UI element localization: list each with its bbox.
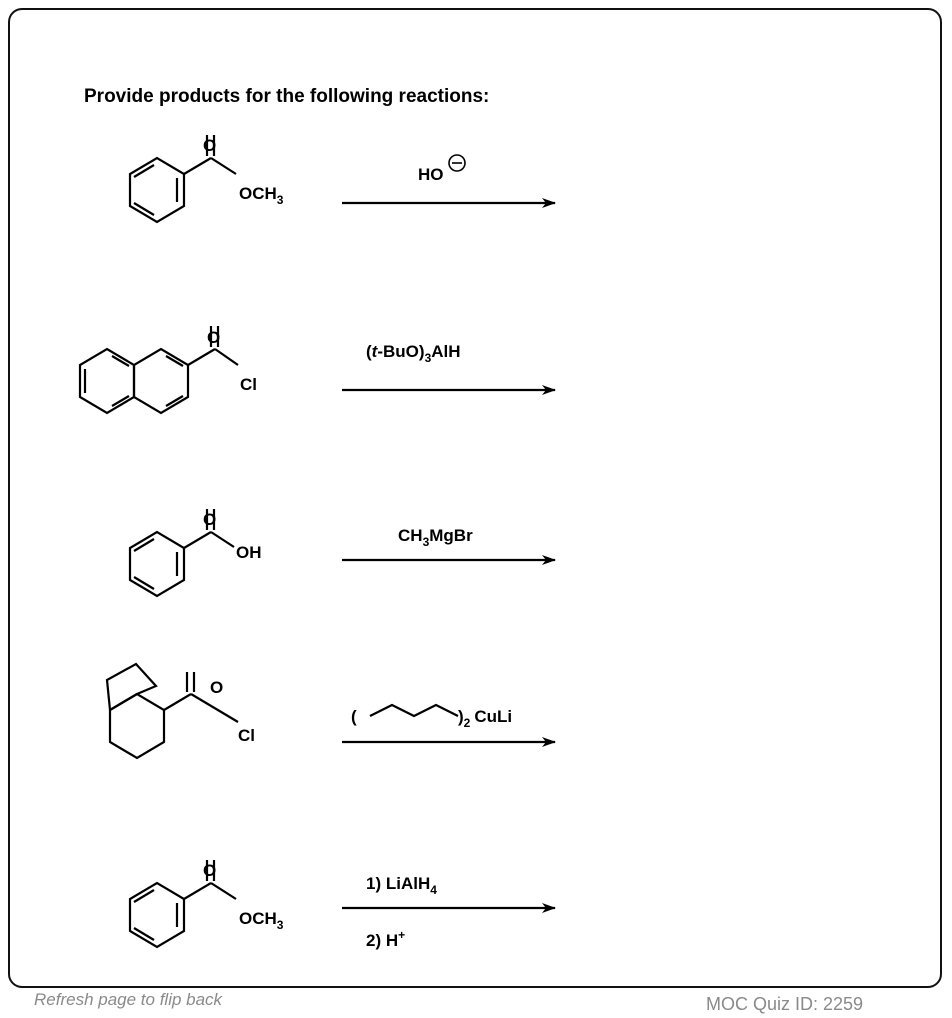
quiz-card[interactable] bbox=[8, 8, 942, 988]
quiz-id: MOC Quiz ID: 2259 bbox=[706, 994, 864, 1014]
flip-back-hint: Refresh page to flip back bbox=[34, 990, 223, 1009]
quiz-prompt: Provide products for the following react… bbox=[84, 86, 490, 107]
cyclopentane-ring bbox=[105, 662, 158, 711]
substituent-label: OCH3 bbox=[239, 184, 284, 207]
reaction-2 bbox=[78, 326, 556, 415]
aryl-carbonyl-bond bbox=[183, 157, 212, 175]
bicyclic-ring bbox=[105, 662, 166, 760]
substituent-label: Cl bbox=[238, 726, 255, 745]
carbonyl-oxygen: O bbox=[203, 510, 216, 529]
negative-charge-icon bbox=[448, 154, 466, 172]
cyclohexane-ring bbox=[108, 692, 166, 760]
reagent-label: (t-BuO)3AlH bbox=[366, 342, 461, 365]
reagent-step-1: 1) LiAlH4 bbox=[366, 874, 437, 897]
reaction-5 bbox=[128, 860, 556, 949]
reagent-label: HO bbox=[418, 165, 444, 184]
reaction-1 bbox=[128, 135, 556, 224]
substituent-label: OCH3 bbox=[239, 909, 284, 932]
benzene-ring bbox=[128, 530, 186, 598]
benzene-ring bbox=[128, 156, 186, 224]
ester-bond bbox=[210, 157, 237, 175]
naphthalene-ring bbox=[78, 347, 190, 415]
reaction-4 bbox=[105, 662, 556, 760]
substituent-label: Cl bbox=[240, 375, 257, 394]
benzene-ring bbox=[128, 881, 186, 949]
reaction-3 bbox=[128, 509, 556, 598]
reagent-step-2: 2) H+ bbox=[366, 928, 405, 950]
reagent-open-paren: ( bbox=[351, 707, 357, 726]
carbonyl-oxygen: O bbox=[210, 678, 223, 697]
substituent-label: OH bbox=[236, 543, 262, 562]
reagent-label: CH3MgBr bbox=[398, 526, 473, 549]
carbonyl-oxygen: O bbox=[203, 861, 216, 880]
carbonyl-oxygen: O bbox=[207, 328, 220, 347]
carbonyl-oxygen: O bbox=[203, 136, 216, 155]
butyl-chain bbox=[369, 703, 459, 718]
